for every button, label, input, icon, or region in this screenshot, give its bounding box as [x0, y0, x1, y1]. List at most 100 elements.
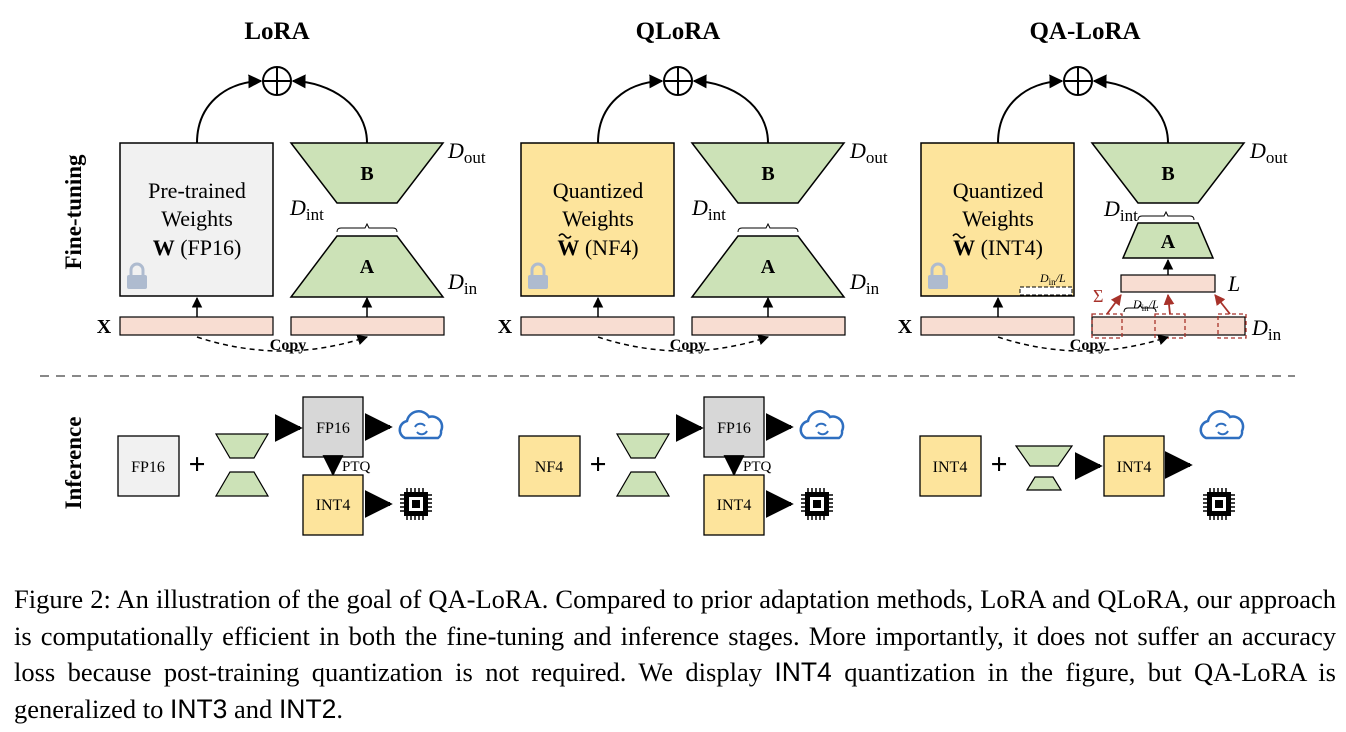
adapter-b-mini: [615, 433, 671, 459]
copy-arrow: [997, 334, 1169, 352]
input-label: X: [898, 316, 913, 338]
d-in-label: Din: [447, 269, 478, 298]
input-label: X: [97, 316, 112, 338]
adapter-b-label: B: [761, 163, 774, 185]
group-pool-arrow: [1106, 294, 1122, 315]
column-title: LoRA: [244, 18, 309, 45]
weights-line-2: Weights: [562, 206, 634, 231]
merge-arrow-left: [597, 74, 664, 144]
lock-icon: [928, 262, 948, 289]
quantized-weights-block: [520, 142, 675, 297]
caption-text-4: .: [336, 693, 343, 724]
rank-brace: [1137, 210, 1195, 221]
adapter-a-label: A: [761, 256, 776, 278]
plus-sign: +: [990, 448, 1007, 481]
group-pool-arrow: [1214, 294, 1231, 315]
caption-text-2: quantization in the figure, but QA-LoRA …: [14, 657, 1336, 724]
d-int-label: Dint: [1103, 196, 1138, 225]
adapter-b: [1090, 142, 1246, 204]
quantized-weights-label: INT4: [717, 497, 752, 514]
group-size-label: Din/L: [1132, 297, 1159, 313]
quantized-weights-label: INT4: [316, 497, 351, 514]
qa-lora-inference: INT4 + INT4: [919, 410, 1245, 520]
chip-icon: [801, 488, 833, 520]
plus-sign: +: [188, 448, 205, 481]
qlora-inference: NF4 + FP16 PTQ INT4: [518, 396, 845, 536]
merge-arrow-right: [1092, 74, 1169, 144]
group-pool-arrow: [1163, 293, 1175, 315]
sum-symbol: Σ: [1093, 286, 1103, 306]
input-x: [920, 316, 1075, 336]
weights-line-1: Pre-trained: [148, 178, 246, 203]
merged-weights-box: [703, 396, 765, 458]
input-group-box: [1217, 313, 1247, 339]
copy-label: Copy: [270, 337, 306, 354]
adapter-b-label: B: [1161, 163, 1174, 185]
d-in-label: Din: [1251, 315, 1282, 344]
adapter-a-mini: [214, 471, 270, 497]
merged-weights-box: [1103, 435, 1165, 497]
weights-line-2: Weights: [962, 206, 1034, 231]
column-title: QLoRA: [636, 18, 721, 45]
caption-int4: INT4: [774, 657, 832, 687]
rank-brace: [336, 222, 398, 233]
ptq-label: PTQ: [743, 459, 772, 475]
inference-label: Inference: [61, 417, 86, 510]
merge-arrow-right: [291, 74, 368, 144]
adapter-b-label: B: [360, 163, 373, 185]
base-weights-label: INT4: [933, 459, 968, 476]
weights-line-1: Quantized: [553, 178, 643, 203]
base-weights-label: FP16: [131, 459, 165, 476]
chip-icon: [400, 488, 432, 520]
input-x-copy: [1091, 316, 1246, 336]
adapter-a-mini: [615, 471, 671, 497]
copy-label: Copy: [1070, 337, 1106, 354]
adapter-a-label: A: [1161, 231, 1176, 253]
qa-lora-column: QA-LoRA Quantized Weights W (INT4) Din/L…: [898, 18, 1288, 354]
cloud-sync-icon: [398, 410, 444, 440]
input-x: [119, 316, 274, 336]
d-out-label: Dout: [447, 138, 486, 167]
merged-weights-label: INT4: [1117, 459, 1152, 476]
adapter-a: [289, 235, 445, 298]
input-x: [520, 316, 675, 336]
weight-group-marker: [1019, 286, 1073, 296]
sum-node: [663, 66, 693, 96]
adapter-a: [1121, 222, 1215, 259]
input-x-copy: [290, 316, 445, 336]
lora-inference: FP16 + FP16 PTQ INT4: [117, 396, 444, 536]
sum-node: [262, 66, 292, 96]
lock-icon: [528, 262, 548, 289]
d-int-label: Dint: [289, 195, 324, 224]
cloud-sync-icon: [1199, 410, 1245, 440]
weights-format: W (NF4): [557, 235, 638, 260]
d-in-label: Din: [849, 269, 880, 298]
sum-node: [1063, 66, 1093, 96]
pretrained-weights-block: [119, 142, 274, 297]
quantized-weights-box: [302, 474, 364, 536]
copy-label: Copy: [670, 337, 706, 354]
column-title: QA-LoRA: [1029, 18, 1140, 45]
merge-arrow-left: [196, 74, 263, 144]
weights-line-2: Weights: [161, 206, 233, 231]
adapter-a-mini: [1025, 476, 1063, 491]
d-int-label: Dint: [691, 195, 726, 224]
base-weights-box: [117, 435, 180, 497]
d-out-label: Dout: [849, 138, 888, 167]
adapter-b: [690, 142, 846, 204]
adapter-b: [289, 142, 445, 204]
weights-format: W (FP16): [153, 235, 242, 260]
qa-lora-diagram: Fine-tuning Inference LoRA Pre-trained W…: [40, 18, 1295, 536]
merge-arrow-right: [692, 74, 769, 144]
fine-tuning-label: Fine-tuning: [61, 154, 86, 270]
base-weights-box: [919, 435, 982, 497]
caption-label: Figure 2:: [14, 584, 111, 614]
caption-int2: INT2: [278, 693, 337, 724]
input-x-copy: [691, 316, 846, 336]
adapter-a-label: A: [360, 256, 375, 278]
adapter-b-mini: [214, 433, 270, 459]
lora-column: LoRA Pre-trained Weights W (FP16) B A Do…: [97, 18, 486, 354]
quantized-weights-box: [703, 474, 765, 536]
cloud-sync-icon: [799, 410, 845, 440]
plus-sign: +: [589, 448, 606, 481]
